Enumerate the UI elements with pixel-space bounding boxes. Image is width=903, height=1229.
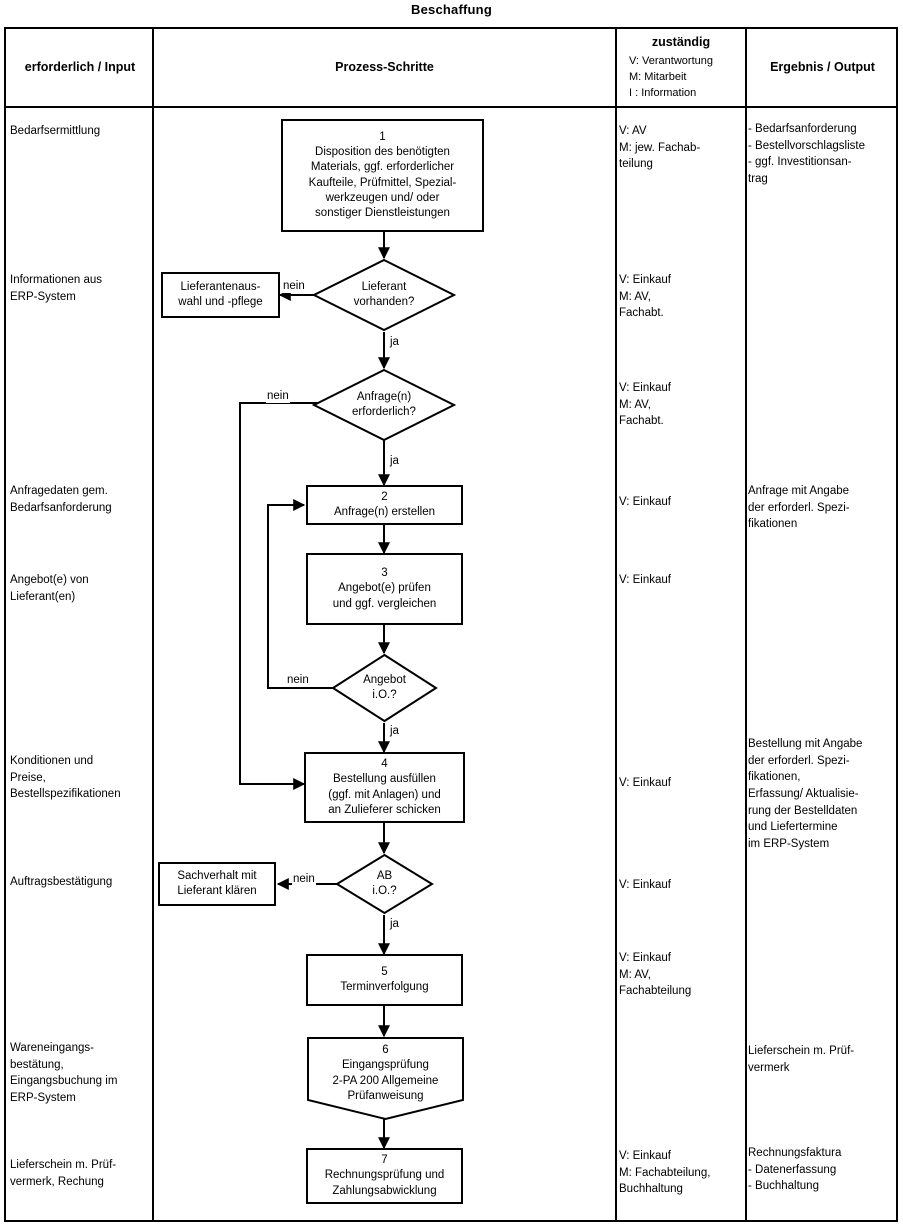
column-divider-1 bbox=[152, 29, 154, 1220]
responsible-text-8: V: Einkauf M: AV, Fachabteilung bbox=[619, 952, 692, 998]
edge-label-inquiry-no: nein bbox=[266, 390, 290, 403]
input-text-bedarfsermittlung: Bedarfsermittlung bbox=[10, 125, 101, 137]
responsible-text-9: V: Einkauf M: Fachabteilung, Buchhaltung bbox=[619, 1150, 711, 1196]
edge-label-supplier-yes: ja bbox=[389, 336, 400, 349]
column-header-responsible-title: zuständig bbox=[651, 35, 711, 49]
process-step-5[interactable]: 5 Terminverfolgung bbox=[306, 954, 463, 1006]
edge-label-offer-no: nein bbox=[286, 674, 310, 687]
input-text-konditionen: Konditionen und Preise, Bestellspezifika… bbox=[10, 755, 121, 801]
process-clarify-with-supplier[interactable]: Sachverhalt mit Lieferant klären bbox=[158, 862, 276, 906]
column-header-input: erforderlich / Input bbox=[24, 59, 136, 74]
input-text-erp-informationen: Informationen aus ERP-System bbox=[10, 274, 103, 303]
column-header-output: Ergebnis / Output bbox=[770, 59, 875, 74]
edge-label-inquiry-yes: ja bbox=[389, 455, 400, 468]
column-divider-3 bbox=[745, 29, 747, 1220]
column-header-responsible: zuständig V: Verantwortung M: Mitarbeit … bbox=[617, 29, 745, 106]
decision-ab-ok-label: AB i.O.? bbox=[372, 869, 397, 897]
responsibility-legend: V: Verantwortung M: Mitarbeit I : Inform… bbox=[629, 54, 713, 99]
decision-supplier-available[interactable]: Lieferant vorhanden? bbox=[312, 258, 456, 332]
input-text-lieferschein: Lieferschein m. Prüf- vermerk, Rechung bbox=[10, 1159, 117, 1188]
header-row-divider bbox=[6, 106, 896, 108]
responsible-text-6: V: Einkauf bbox=[619, 777, 671, 789]
edge-label-ab-no: nein bbox=[292, 873, 316, 886]
responsible-text-3: V: Einkauf M: AV, Fachabt. bbox=[619, 382, 671, 428]
responsible-text-4: V: Einkauf bbox=[619, 496, 671, 508]
process-step-7[interactable]: 7 Rechnungsprüfung und Zahlungsabwicklun… bbox=[306, 1148, 463, 1204]
input-text-auftragsbestaetigung: Auftragsbestätigung bbox=[10, 876, 113, 888]
process-step-1[interactable]: 1 Disposition des benötigten Materials, … bbox=[281, 119, 484, 232]
edge-label-offer-yes: ja bbox=[389, 725, 400, 738]
process-supplier-selection[interactable]: Lieferantenaus- wahl und -pflege bbox=[161, 272, 280, 318]
responsible-text-5: V: Einkauf bbox=[619, 574, 671, 586]
responsible-text-2: V: Einkauf M: AV, Fachabt. bbox=[619, 274, 671, 320]
output-text-4: Lieferschein m. Prüf- vermerk bbox=[748, 1045, 855, 1074]
process-step-6[interactable]: 6 Eingangsprüfung 2-PA 200 Allgemeine Pr… bbox=[306, 1036, 465, 1121]
responsible-text-7: V: Einkauf bbox=[619, 879, 671, 891]
output-text-1: - Bedarfsanforderung - Bestellvorschlags… bbox=[748, 123, 865, 186]
decision-offer-ok[interactable]: Angebot i.O.? bbox=[331, 653, 438, 723]
decision-ab-ok[interactable]: AB i.O.? bbox=[335, 853, 434, 915]
process-step-4[interactable]: 4 Bestellung ausfüllen (ggf. mit Anlagen… bbox=[304, 752, 465, 823]
input-text-angebote: Angebot(e) von Lieferant(en) bbox=[10, 574, 89, 603]
responsible-text-1: V: AV M: jew. Fachab- teilung bbox=[619, 125, 701, 171]
output-text-3: Bestellung mit Angabe der erforderl. Spe… bbox=[748, 738, 863, 851]
decision-supplier-available-label: Lieferant vorhanden? bbox=[353, 280, 415, 308]
column-divider-2 bbox=[615, 29, 617, 1220]
decision-offer-ok-label: Angebot i.O.? bbox=[363, 673, 406, 701]
output-text-2: Anfrage mit Angabe der erforderl. Spezi-… bbox=[748, 485, 850, 531]
page-title: Beschaffung bbox=[411, 2, 492, 17]
input-text-anfragedaten: Anfragedaten gem. Bedarfsanforderung bbox=[10, 485, 112, 514]
input-text-wareneingang: Wareneingangs- bestätung, Eingangsbuchun… bbox=[10, 1042, 118, 1105]
process-step-2[interactable]: 2 Anfrage(n) erstellen bbox=[306, 485, 463, 525]
edge-label-ab-yes: ja bbox=[389, 918, 400, 931]
edge-label-supplier-no: nein bbox=[282, 280, 306, 293]
column-header-steps: Prozess-Schritte bbox=[335, 59, 434, 74]
process-step-3[interactable]: 3 Angebot(e) prüfen und ggf. vergleichen bbox=[306, 553, 463, 625]
decision-inquiry-required[interactable]: Anfrage(n) erforderlich? bbox=[312, 368, 456, 442]
process-table: erforderlich / Input Prozess-Schritte zu… bbox=[4, 27, 898, 1222]
decision-inquiry-required-label: Anfrage(n) erforderlich? bbox=[352, 390, 416, 418]
output-text-5: Rechnungsfaktura - Datenerfassung - Buch… bbox=[748, 1147, 842, 1193]
process-step-6-label: 6 Eingangsprüfung 2-PA 200 Allgemeine Pr… bbox=[332, 1044, 439, 1102]
